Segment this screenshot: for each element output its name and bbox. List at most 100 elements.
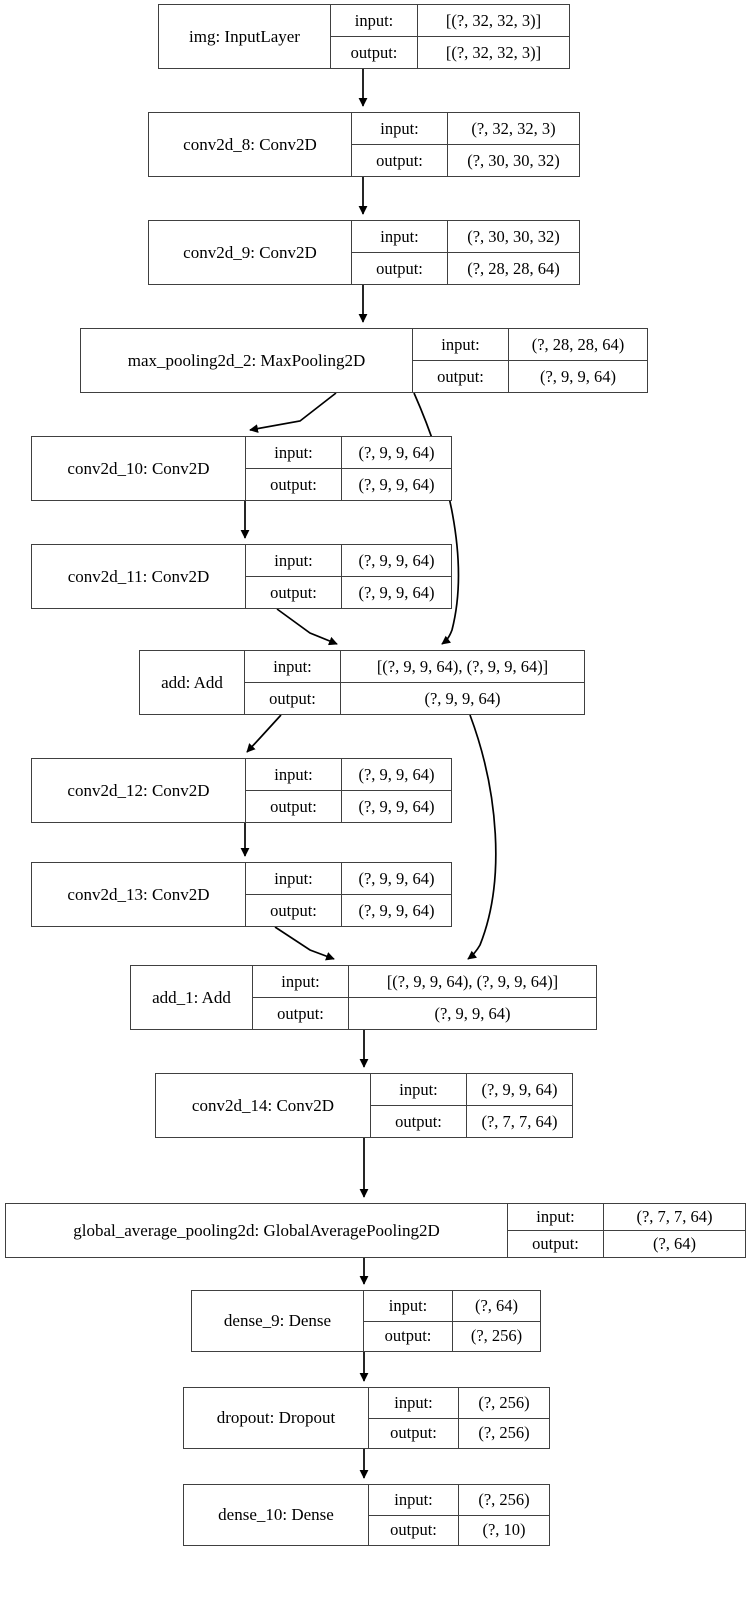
node-io-output-row: output: (?, 9, 9, 64)	[253, 998, 596, 1029]
input-shape: (?, 9, 9, 64)	[358, 764, 435, 784]
node-add[interactable]: add: Add input: [(?, 9, 9, 64), (?, 9, 9…	[139, 650, 585, 715]
node-io-input-row: input: (?, 32, 32, 3)	[352, 113, 579, 145]
output-label: output:	[253, 998, 349, 1029]
node-dense_10[interactable]: dense_10: Dense input: (?, 256) output: …	[183, 1484, 550, 1546]
input-label: input:	[413, 329, 509, 360]
node-max_pooling2d_2[interactable]: max_pooling2d_2: MaxPooling2D input: (?,…	[80, 328, 648, 393]
output-shape: (?, 64)	[652, 1234, 697, 1253]
node-label: dense_9: Dense	[192, 1291, 364, 1351]
node-label: conv2d_12: Conv2D	[32, 759, 246, 822]
output-shape: (?, 256)	[478, 1423, 530, 1443]
output-label: output:	[246, 577, 342, 608]
input-shape: [(?, 32, 32, 3)]	[445, 10, 542, 30]
edge-add-to-add_1	[467, 714, 497, 960]
input-shape: [(?, 9, 9, 64), (?, 9, 9, 64)]	[386, 971, 559, 991]
edge-conv2d_13-to-add_1	[274, 926, 335, 961]
node-io-table: input: (?, 9, 9, 64) output: (?, 7, 7, 6…	[371, 1074, 572, 1137]
node-conv2d_11[interactable]: conv2d_11: Conv2D input: (?, 9, 9, 64) o…	[31, 544, 452, 609]
node-label: add_1: Add	[131, 966, 253, 1029]
node-io-table: input: (?, 30, 30, 32) output: (?, 28, 2…	[352, 221, 579, 284]
node-io-table: input: (?, 28, 28, 64) output: (?, 9, 9,…	[413, 329, 647, 392]
input-label: input:	[369, 1388, 459, 1418]
node-conv2d_9[interactable]: conv2d_9: Conv2D input: (?, 30, 30, 32) …	[148, 220, 580, 285]
output-shape: (?, 7, 7, 64)	[481, 1111, 558, 1131]
node-io-output-row: output: (?, 9, 9, 64)	[246, 469, 451, 500]
input-shape: (?, 64)	[474, 1295, 519, 1315]
node-io-input-row: input: (?, 256)	[369, 1485, 549, 1516]
node-io-input-row: input: (?, 64)	[364, 1291, 540, 1322]
input-shape: (?, 9, 9, 64)	[481, 1079, 558, 1099]
node-io-table: input: (?, 9, 9, 64) output: (?, 9, 9, 6…	[246, 863, 451, 926]
node-io-table: input: (?, 256) output: (?, 256)	[369, 1388, 549, 1448]
node-io-input-row: input: (?, 9, 9, 64)	[246, 545, 451, 577]
input-label: input:	[246, 545, 342, 576]
output-shape: (?, 9, 9, 64)	[358, 900, 435, 920]
node-io-table: input: [(?, 9, 9, 64), (?, 9, 9, 64)] ou…	[253, 966, 596, 1029]
output-label: output:	[246, 469, 342, 500]
node-io-table: input: (?, 256) output: (?, 10)	[369, 1485, 549, 1545]
node-conv2d_13[interactable]: conv2d_13: Conv2D input: (?, 9, 9, 64) o…	[31, 862, 452, 927]
node-io-table: input: (?, 32, 32, 3) output: (?, 30, 30…	[352, 113, 579, 176]
output-label: output:	[246, 791, 342, 822]
output-shape: (?, 9, 9, 64)	[358, 796, 435, 816]
input-shape: (?, 28, 28, 64)	[531, 334, 625, 354]
node-conv2d_14[interactable]: conv2d_14: Conv2D input: (?, 9, 9, 64) o…	[155, 1073, 573, 1138]
edge-conv2d_11-to-add	[276, 608, 338, 646]
node-label: max_pooling2d_2: MaxPooling2D	[81, 329, 413, 392]
input-label: input:	[246, 437, 342, 468]
output-shape: (?, 9, 9, 64)	[434, 1003, 511, 1023]
output-shape: (?, 256)	[470, 1326, 523, 1346]
node-io-input-row: input: (?, 256)	[369, 1388, 549, 1419]
node-io-output-row: output: (?, 256)	[369, 1418, 549, 1448]
output-label: output:	[364, 1321, 453, 1351]
output-shape: (?, 30, 30, 32)	[467, 150, 560, 170]
node-global_average_pooling2d[interactable]: global_average_pooling2d: GlobalAverageP…	[5, 1203, 746, 1258]
output-shape: (?, 9, 9, 64)	[358, 582, 435, 602]
edge-add-to-conv2d_12	[246, 714, 282, 753]
node-dense_9[interactable]: dense_9: Dense input: (?, 64) output: (?…	[191, 1290, 541, 1352]
output-label: output:	[352, 145, 448, 176]
node-label: conv2d_11: Conv2D	[32, 545, 246, 608]
node-label: conv2d_8: Conv2D	[149, 113, 352, 176]
node-label: conv2d_13: Conv2D	[32, 863, 246, 926]
node-io-input-row: input: (?, 9, 9, 64)	[246, 759, 451, 791]
node-io-table: input: (?, 7, 7, 64) output: (?, 64)	[508, 1204, 745, 1257]
node-label: img: InputLayer	[159, 5, 331, 68]
node-label: dense_10: Dense	[184, 1485, 369, 1545]
node-conv2d_10[interactable]: conv2d_10: Conv2D input: (?, 9, 9, 64) o…	[31, 436, 452, 501]
node-io-output-row: output: (?, 7, 7, 64)	[371, 1106, 572, 1137]
node-img[interactable]: img: InputLayer input: [(?, 32, 32, 3)] …	[158, 4, 570, 69]
node-add_1[interactable]: add_1: Add input: [(?, 9, 9, 64), (?, 9,…	[130, 965, 597, 1030]
node-conv2d_8[interactable]: conv2d_8: Conv2D input: (?, 32, 32, 3) o…	[148, 112, 580, 177]
node-dropout[interactable]: dropout: Dropout input: (?, 256) output:…	[183, 1387, 550, 1449]
output-label: output:	[246, 895, 342, 926]
node-io-input-row: input: [(?, 9, 9, 64), (?, 9, 9, 64)]	[245, 651, 584, 683]
input-shape: (?, 256)	[478, 1392, 530, 1412]
node-io-table: input: (?, 9, 9, 64) output: (?, 9, 9, 6…	[246, 759, 451, 822]
node-io-input-row: input: [(?, 32, 32, 3)]	[331, 5, 569, 37]
node-io-output-row: output: (?, 256)	[364, 1321, 540, 1351]
node-conv2d_12[interactable]: conv2d_12: Conv2D input: (?, 9, 9, 64) o…	[31, 758, 452, 823]
input-label: input:	[364, 1291, 453, 1321]
node-io-table: input: [(?, 32, 32, 3)] output: [(?, 32,…	[331, 5, 569, 68]
node-io-table: input: [(?, 9, 9, 64), (?, 9, 9, 64)] ou…	[245, 651, 584, 714]
input-shape: (?, 32, 32, 3)	[471, 118, 556, 138]
node-io-output-row: output: (?, 9, 9, 64)	[246, 791, 451, 822]
input-shape: (?, 30, 30, 32)	[467, 226, 560, 246]
input-shape: (?, 256)	[478, 1489, 530, 1509]
input-label: input:	[331, 5, 418, 36]
input-shape: (?, 9, 9, 64)	[358, 868, 435, 888]
edge-max_pooling2d_2-to-conv2d_10	[249, 392, 337, 433]
input-label: input:	[352, 113, 448, 144]
node-io-output-row: output: (?, 9, 9, 64)	[246, 895, 451, 926]
node-io-output-row: output: (?, 64)	[508, 1231, 745, 1257]
node-io-input-row: input: [(?, 9, 9, 64), (?, 9, 9, 64)]	[253, 966, 596, 998]
output-shape: (?, 9, 9, 64)	[539, 366, 617, 386]
node-io-output-row: output: (?, 9, 9, 64)	[413, 361, 647, 392]
input-label: input:	[246, 759, 342, 790]
output-label: output:	[508, 1231, 604, 1257]
input-label: input:	[371, 1074, 467, 1105]
output-label: output:	[331, 37, 418, 68]
node-io-output-row: output: (?, 9, 9, 64)	[245, 683, 584, 714]
node-io-output-row: output: (?, 30, 30, 32)	[352, 145, 579, 176]
